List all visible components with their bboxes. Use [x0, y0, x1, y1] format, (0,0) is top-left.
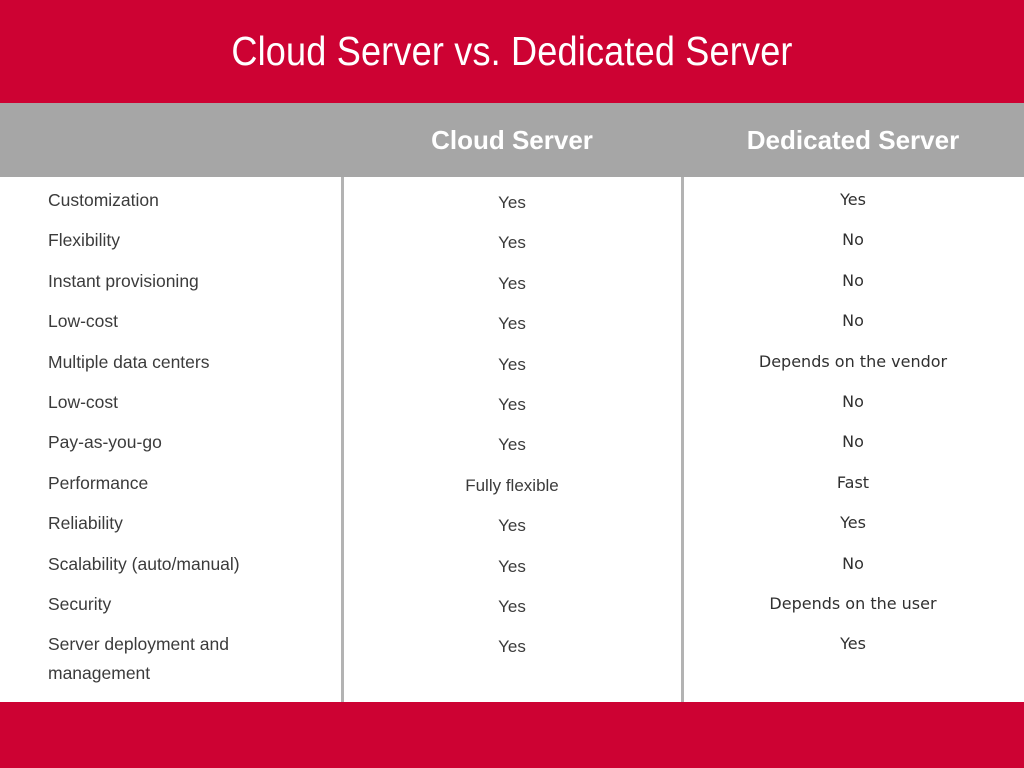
title-band [0, 0, 1024, 103]
cell-cloud-server: Yes [498, 314, 526, 334]
cell-dedicated-server: Fast [836, 472, 870, 492]
cell-cloud-server: Yes [498, 395, 526, 414]
row-label: Server deployment and management [48, 634, 229, 684]
cell-dedicated-server: No [842, 311, 864, 331]
row-label: Multiple data centers [48, 351, 210, 372]
column-header-cloud-server: Cloud Server [431, 124, 593, 155]
row-label: Reliability [48, 513, 123, 534]
table-body [0, 177, 1024, 702]
cell-dedicated-server: No [842, 432, 864, 452]
cell-dedicated-server: Yes [840, 190, 866, 209]
row-label: Performance [48, 472, 149, 493]
column-header-feature [0, 103, 342, 177]
table-header-band [0, 103, 1024, 177]
row-label: Scalability (auto/manual) [48, 553, 240, 574]
cell-dedicated-server: Yes [840, 634, 866, 654]
row-label: Instant provisioning [48, 270, 199, 291]
cell-dedicated-server: Yes [840, 513, 866, 533]
row-label: Low-cost [48, 311, 119, 332]
cell-cloud-server: Yes [498, 637, 526, 657]
cell-cloud-server: Fully flexible [465, 475, 559, 495]
cell-cloud-server: Yes [498, 597, 526, 616]
cell-cloud-server: Yes [498, 516, 526, 536]
column-header-dedicated-server: Dedicated Server [746, 124, 960, 155]
slide-title: Cloud Server vs. Dedicated Server [231, 28, 793, 74]
cell-dedicated-server: No [842, 392, 864, 411]
cell-cloud-server: Yes [498, 435, 526, 455]
row-label: Low-cost [48, 392, 119, 412]
row-label: Customization [48, 190, 159, 210]
column-divider-right [681, 177, 684, 702]
footer-band [0, 702, 1024, 768]
cell-cloud-server: Yes [498, 556, 526, 576]
cell-dedicated-server: Depends on the vendor [758, 351, 948, 371]
cell-dedicated-server: No [842, 270, 864, 290]
cell-dedicated-server: No [842, 553, 864, 573]
cell-cloud-server: Yes [498, 193, 526, 212]
row-label: Pay-as-you-go [48, 432, 162, 453]
row-label: Security [48, 594, 112, 614]
cell-dedicated-server: Depends on the user [769, 594, 937, 613]
cell-dedicated-server: No [842, 230, 864, 250]
cell-cloud-server: Yes [498, 354, 526, 374]
column-divider-left [341, 177, 344, 702]
cell-cloud-server: Yes [498, 273, 526, 293]
row-label: Flexibility [48, 230, 120, 251]
cell-cloud-server: Yes [498, 233, 526, 253]
